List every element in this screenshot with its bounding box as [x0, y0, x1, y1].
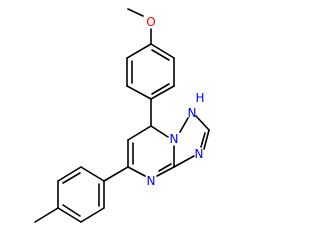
bond-n4-c3a [156, 166, 175, 177]
bond-c7-c6 [127, 125, 152, 141]
bond-c2-n3 [203, 129, 210, 150]
bond-anisole-3 [150, 85, 175, 100]
bond-anisole-double-2 [151, 83, 170, 95]
pyrimidine-nitrogen-label: N [147, 174, 156, 188]
bond-n3-c3a [173, 155, 195, 168]
bond-anisole-4 [126, 85, 152, 100]
bond-anisole-6 [126, 43, 152, 59]
bond-anisole-1 [150, 43, 175, 59]
bond-n8-n1 [179, 117, 189, 133]
bond-tolyl-5 [80, 207, 105, 223]
bond-tolyl-1 [80, 166, 105, 182]
bond-tolyl-4 [57, 207, 82, 223]
oxygen-label: O [146, 15, 155, 29]
bond-n4-c3a-double [158, 163, 172, 172]
bond-c5-to-tolyl [103, 166, 129, 182]
bond-tolyl-double-1 [62, 172, 81, 184]
bond-n1-c2 [195, 115, 210, 131]
bond-c2-n3-double [200, 132, 206, 148]
ring-nh-hydrogen-label: H [195, 91, 204, 105]
ring-nh-label: N [188, 106, 197, 120]
bond-tolyl-methyl [34, 207, 59, 223]
bond-n8-c7 [150, 125, 169, 138]
bond-methyl-oxygen [127, 8, 144, 17]
chemical-structure-diagram: O N H N N N [34, 8, 210, 223]
bond-c5-n4 [127, 166, 146, 177]
bond-tolyl-double-2 [62, 204, 81, 217]
bond-tolyl-2 [57, 166, 82, 182]
bond-anisole-double-1 [151, 49, 170, 61]
triazole-nitrogen-label: N [195, 147, 204, 161]
bridgehead-nitrogen-label: N [170, 132, 179, 146]
